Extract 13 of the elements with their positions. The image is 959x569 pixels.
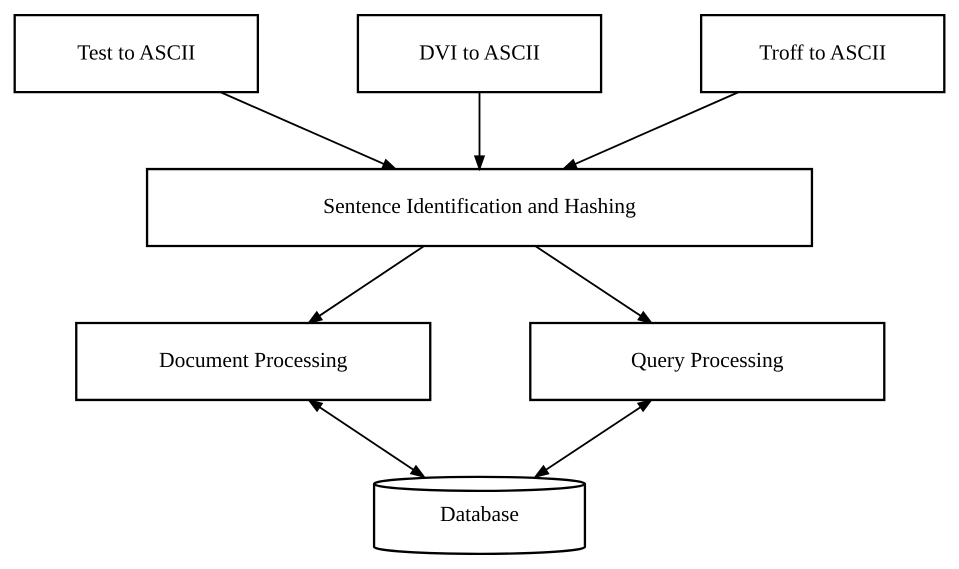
- node-box: Document Processing: [75, 322, 432, 402]
- arrow: [306, 246, 424, 324]
- arrow: [533, 398, 654, 478]
- arrow: [306, 398, 426, 478]
- arrow: [535, 246, 654, 324]
- arrow: [220, 91, 398, 170]
- node-box: Troff to ASCII: [700, 14, 946, 94]
- node-box: Sentence Identification and Hashing: [146, 168, 814, 248]
- node-box: Query Processing: [529, 322, 886, 402]
- node-box: DVI to ASCII: [356, 14, 602, 94]
- node-box: Test to ASCII: [14, 14, 260, 94]
- arrow: [474, 92, 486, 172]
- arrow: [561, 91, 739, 170]
